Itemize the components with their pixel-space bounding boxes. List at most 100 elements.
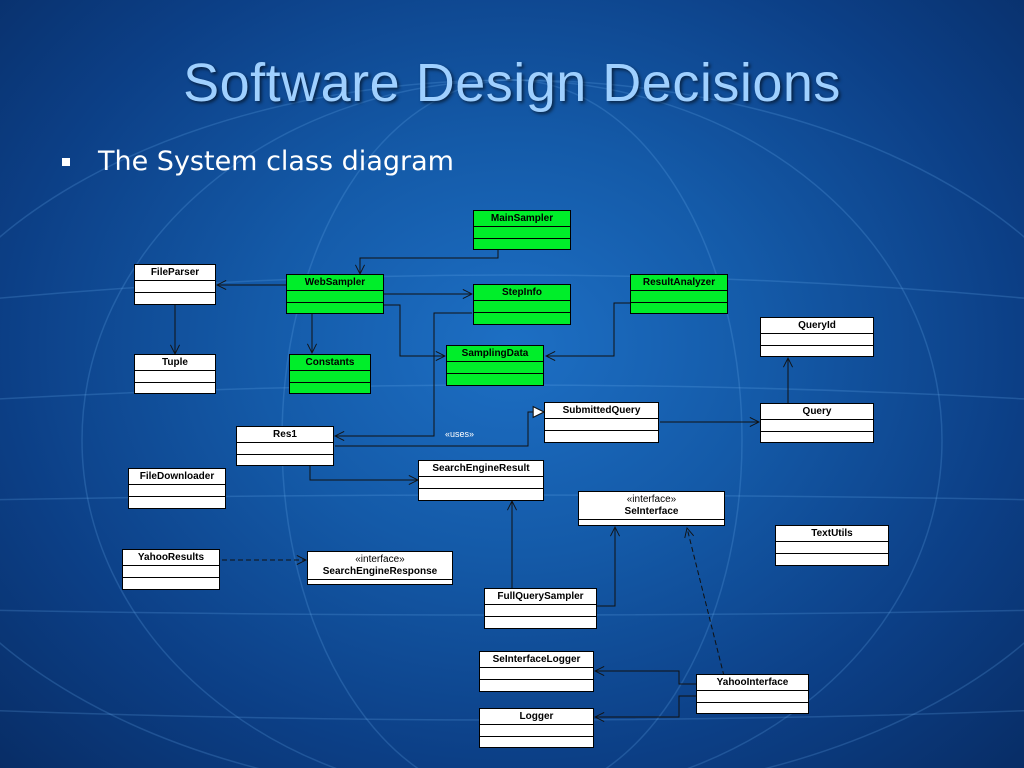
class-tuple: Tuple (134, 354, 216, 394)
class-operations (697, 701, 808, 714)
class-operations (135, 381, 215, 394)
class-name: MainSampler (474, 211, 570, 227)
class-operations (129, 496, 225, 508)
class-attributes (135, 281, 215, 292)
class-operations (474, 237, 570, 250)
class-stereotype: «interface» (626, 494, 677, 505)
class-name: SubmittedQuery (545, 403, 658, 419)
class-attributes (761, 334, 873, 345)
class-attributes (485, 605, 596, 616)
class-operations (761, 344, 873, 357)
class-name-block: «interface» SeInterface (579, 492, 724, 520)
class-fullquerysampler: FullQuerySampler (484, 588, 597, 629)
slide-title: Software Design Decisions (183, 53, 841, 113)
class-resultanalyzer: ResultAnalyzer (630, 274, 728, 314)
class-operations (480, 735, 593, 748)
class-name: TextUtils (776, 526, 888, 542)
class-attributes (237, 443, 333, 454)
class-operations (123, 577, 219, 589)
class-name: WebSampler (287, 275, 383, 291)
class-attributes (761, 420, 873, 431)
bullet-text: The System class diagram (98, 146, 454, 177)
class-samplingdata: SamplingData (446, 345, 544, 386)
class-operations (631, 301, 727, 314)
class-attributes (290, 371, 370, 382)
class-attributes (480, 668, 593, 679)
class-attributes (308, 580, 452, 584)
class-submittedquery: SubmittedQuery (544, 402, 659, 443)
class-stereotype: «interface» (355, 554, 405, 565)
class-operations (419, 488, 543, 500)
square-bullet-icon (62, 157, 70, 166)
class-attributes (474, 301, 570, 312)
class-operations (287, 301, 383, 314)
class-query: Query (760, 403, 874, 443)
class-stepinfo: StepInfo (473, 284, 571, 325)
class-operations (485, 616, 596, 628)
class-name: FullQuerySampler (485, 589, 596, 605)
class-operations (545, 430, 658, 442)
edge-fullquerysampler-seinterface (597, 527, 615, 607)
class-attributes (123, 566, 219, 577)
class-websampler: WebSampler (286, 274, 384, 314)
class-attributes (545, 419, 658, 430)
class-name: SearchEngineResponse (322, 566, 438, 577)
class-name: ResultAnalyzer (631, 275, 727, 291)
class-filedownloader: FileDownloader (128, 468, 226, 509)
class-attributes (480, 725, 593, 736)
class-attributes (287, 291, 383, 302)
class-attributes (419, 477, 543, 488)
uses-stereotype-label: «uses» (445, 429, 475, 439)
class-attributes (579, 520, 724, 525)
edge-res1-searchengineresult (309, 466, 418, 480)
class-textutils: TextUtils (775, 525, 889, 566)
bullet-item: The System class diagram (62, 146, 454, 177)
class-name: FileParser (135, 265, 215, 281)
edge-websampler-samplingdata (384, 304, 445, 356)
class-attributes (129, 485, 225, 496)
class-res1: Res1 (236, 426, 334, 466)
class-name: QueryId (761, 318, 873, 334)
class-operations (776, 553, 888, 565)
class-operations (135, 292, 215, 304)
class-name: Tuple (135, 355, 215, 371)
class-searchengineresult: SearchEngineResult (418, 460, 544, 501)
class-fileparser: FileParser (134, 264, 216, 305)
class-name: YahooInterface (697, 675, 808, 691)
class-logger: Logger (479, 708, 594, 748)
class-yahooresults: YahooResults (122, 549, 220, 590)
class-operations (447, 373, 543, 385)
edge-mainsampler-websampler (360, 250, 499, 274)
class-attributes (447, 362, 543, 373)
class-name: Constants (290, 355, 370, 371)
class-operations (290, 381, 370, 394)
class-name: FileDownloader (129, 469, 225, 485)
class-attributes (631, 291, 727, 302)
edge-yahoointerface-seinterface (687, 528, 725, 677)
class-name: YahooResults (123, 550, 219, 566)
class-name-block: «interface» SearchEngineResponse (308, 552, 452, 580)
class-constants: Constants (289, 354, 371, 394)
class-operations (480, 679, 593, 691)
class-seinterfacelogger: SeInterfaceLogger (479, 651, 594, 692)
class-name: SeInterfaceLogger (480, 652, 593, 668)
class-name: Res1 (237, 427, 333, 443)
class-name: SamplingData (447, 346, 543, 362)
edge-resultanalyzer-samplingdata (546, 302, 630, 356)
class-name: StepInfo (474, 285, 570, 301)
class-operations (761, 430, 873, 443)
class-yahoointerface: YahooInterface (696, 674, 809, 714)
edge-stepinfo-res1 (335, 312, 472, 436)
edge-yahoointerface-seinterfacelogger (595, 671, 696, 685)
class-operations (237, 453, 333, 466)
class-name: SeInterface (624, 506, 679, 517)
class-attributes (135, 371, 215, 382)
class-attributes (474, 227, 570, 238)
class-mainsampler: MainSampler (473, 210, 571, 250)
class-queryid: QueryId (760, 317, 874, 357)
class-attributes (776, 542, 888, 553)
class-searchengineresponse: «interface» SearchEngineResponse (307, 551, 453, 585)
class-name: Query (761, 404, 873, 420)
class-attributes (697, 691, 808, 702)
